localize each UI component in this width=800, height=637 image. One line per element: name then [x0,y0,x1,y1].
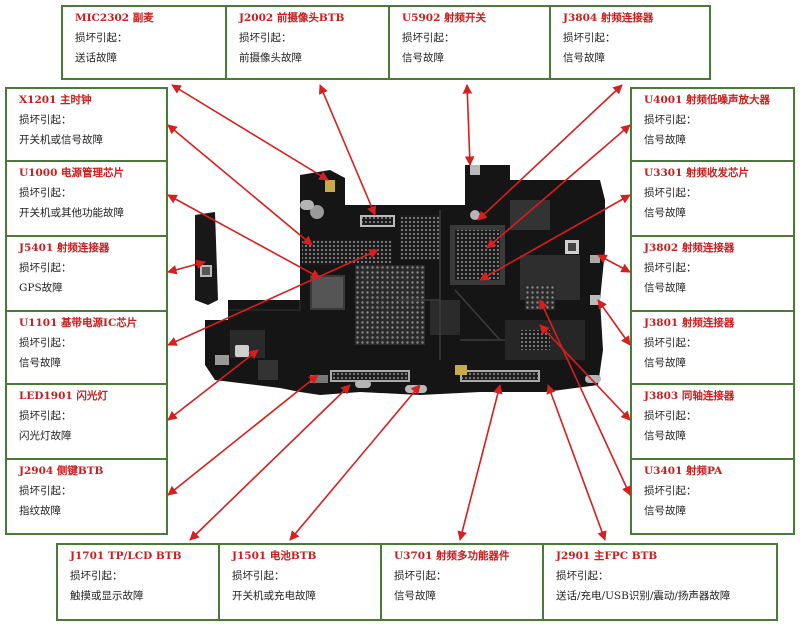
label-title: U1000 电源管理芯片 [19,167,125,179]
label-cause: 损坏引起： [232,570,285,582]
label-title: J3803 同轴连接器 [644,390,735,402]
label-u3301: U3301 射频收发芯片 损坏引起： 信号故障 [630,160,795,237]
label-cause: 损坏引起： [75,32,128,44]
label-title: J2002 前摄像头BTB [239,12,345,24]
label-x1201: X1201 主时钟 损坏引起： 开关机或信号故障 [5,87,168,162]
label-fault: 送话/充电/USB识别/震动/扬声器故障 [556,590,731,602]
label-cause: 损坏引起： [19,114,72,126]
label-cause: 损坏引起： [556,570,609,582]
label-fault: 信号故障 [402,52,444,64]
label-fault: 信号故障 [644,282,686,294]
label-title: U1101 基带电源IC芯片 [19,317,138,329]
label-fault: GPS故障 [19,282,63,294]
label-u1101: U1101 基带电源IC芯片 损坏引起： 信号故障 [5,310,168,385]
label-title: MIC2302 副麦 [75,12,154,24]
label-cause: 损坏引起： [402,32,455,44]
label-title: U3701 射频多功能器件 [394,550,510,562]
label-title: J1701 TP/LCD BTB [70,550,182,562]
label-fault: 信号故障 [644,134,686,146]
label-u1000: U1000 电源管理芯片 损坏引起： 开关机或其他功能故障 [5,160,168,237]
label-cause: 损坏引起： [644,262,697,274]
label-u5902: U5902 射频开关 损坏引起： 信号故障 [388,5,551,80]
label-title: U3301 射频收发芯片 [644,167,750,179]
label-j1701: J1701 TP/LCD BTB 损坏引起： 触摸或显示故障 [56,543,220,621]
label-fault: 前摄像头故障 [239,52,302,64]
label-fault: 指纹故障 [19,505,61,517]
label-fault: 开关机或充电故障 [232,590,316,602]
label-j2901: J2901 主FPC BTB 损坏引起： 送话/充电/USB识别/震动/扬声器故… [542,543,778,621]
label-led1901: LED1901 闪光灯 损坏引起： 闪光灯故障 [5,383,168,460]
label-cause: 损坏引起： [644,337,697,349]
label-cause: 损坏引起： [70,570,123,582]
label-cause: 损坏引起： [19,410,72,422]
label-title: J1501 电池BTB [232,550,317,562]
label-title: U4001 射频低噪声放大器 [644,94,771,106]
label-cause: 损坏引起： [19,337,72,349]
label-fault: 送话故障 [75,52,117,64]
label-fault: 信号故障 [644,207,686,219]
label-fault: 闪光灯故障 [19,430,72,442]
label-fault: 开关机或信号故障 [19,134,103,146]
label-cause: 损坏引起： [19,485,72,497]
label-title: J2901 主FPC BTB [556,550,658,562]
label-j2002: J2002 前摄像头BTB 损坏引起： 前摄像头故障 [225,5,390,80]
label-fault: 信号故障 [644,430,686,442]
label-fault: 触摸或显示故障 [70,590,144,602]
label-u3701: U3701 射频多功能器件 损坏引起： 信号故障 [380,543,544,621]
label-j3801: J3801 射频连接器 损坏引起： 信号故障 [630,310,795,385]
label-cause: 损坏引起： [644,485,697,497]
label-cause: 损坏引起： [19,262,72,274]
label-fault: 信号故障 [394,590,436,602]
label-j5401: J5401 射频连接器 损坏引起： GPS故障 [5,235,168,312]
label-title: J2904 侧键BTB [19,465,104,477]
label-j3802: J3802 射频连接器 损坏引起： 信号故障 [630,235,795,312]
label-j3804: J3804 射频连接器 损坏引起： 信号故障 [549,5,711,80]
label-cause: 损坏引起： [19,187,72,199]
label-title: X1201 主时钟 [19,94,92,106]
label-j3803: J3803 同轴连接器 损坏引起： 信号故障 [630,383,795,460]
label-cause: 损坏引起： [644,187,697,199]
label-fault: 信号故障 [644,357,686,369]
label-cause: 损坏引起： [394,570,447,582]
label-title: J3804 射频连接器 [563,12,654,24]
label-cause: 损坏引起： [644,114,697,126]
label-mic2302: MIC2302 副麦 损坏引起： 送话故障 [61,5,227,80]
label-u4001: U4001 射频低噪声放大器 损坏引起： 信号故障 [630,87,795,162]
label-title: U5902 射频开关 [402,12,487,24]
label-cause: 损坏引起： [239,32,292,44]
label-title: J3801 射频连接器 [644,317,735,329]
label-cause: 损坏引起： [563,32,616,44]
label-j2904: J2904 侧键BTB 损坏引起： 指纹故障 [5,458,168,535]
label-fault: 开关机或其他功能故障 [19,207,124,219]
label-cause: 损坏引起： [644,410,697,422]
label-title: U3401 射频PA [644,465,723,477]
label-u3401: U3401 射频PA 损坏引起： 信号故障 [630,458,795,535]
label-j1501: J1501 电池BTB 损坏引起： 开关机或充电故障 [218,543,382,621]
label-title: LED1901 闪光灯 [19,390,108,402]
label-fault: 信号故障 [19,357,61,369]
label-title: J3802 射频连接器 [644,242,735,254]
label-title: J5401 射频连接器 [19,242,110,254]
label-fault: 信号故障 [563,52,605,64]
label-fault: 信号故障 [644,505,686,517]
